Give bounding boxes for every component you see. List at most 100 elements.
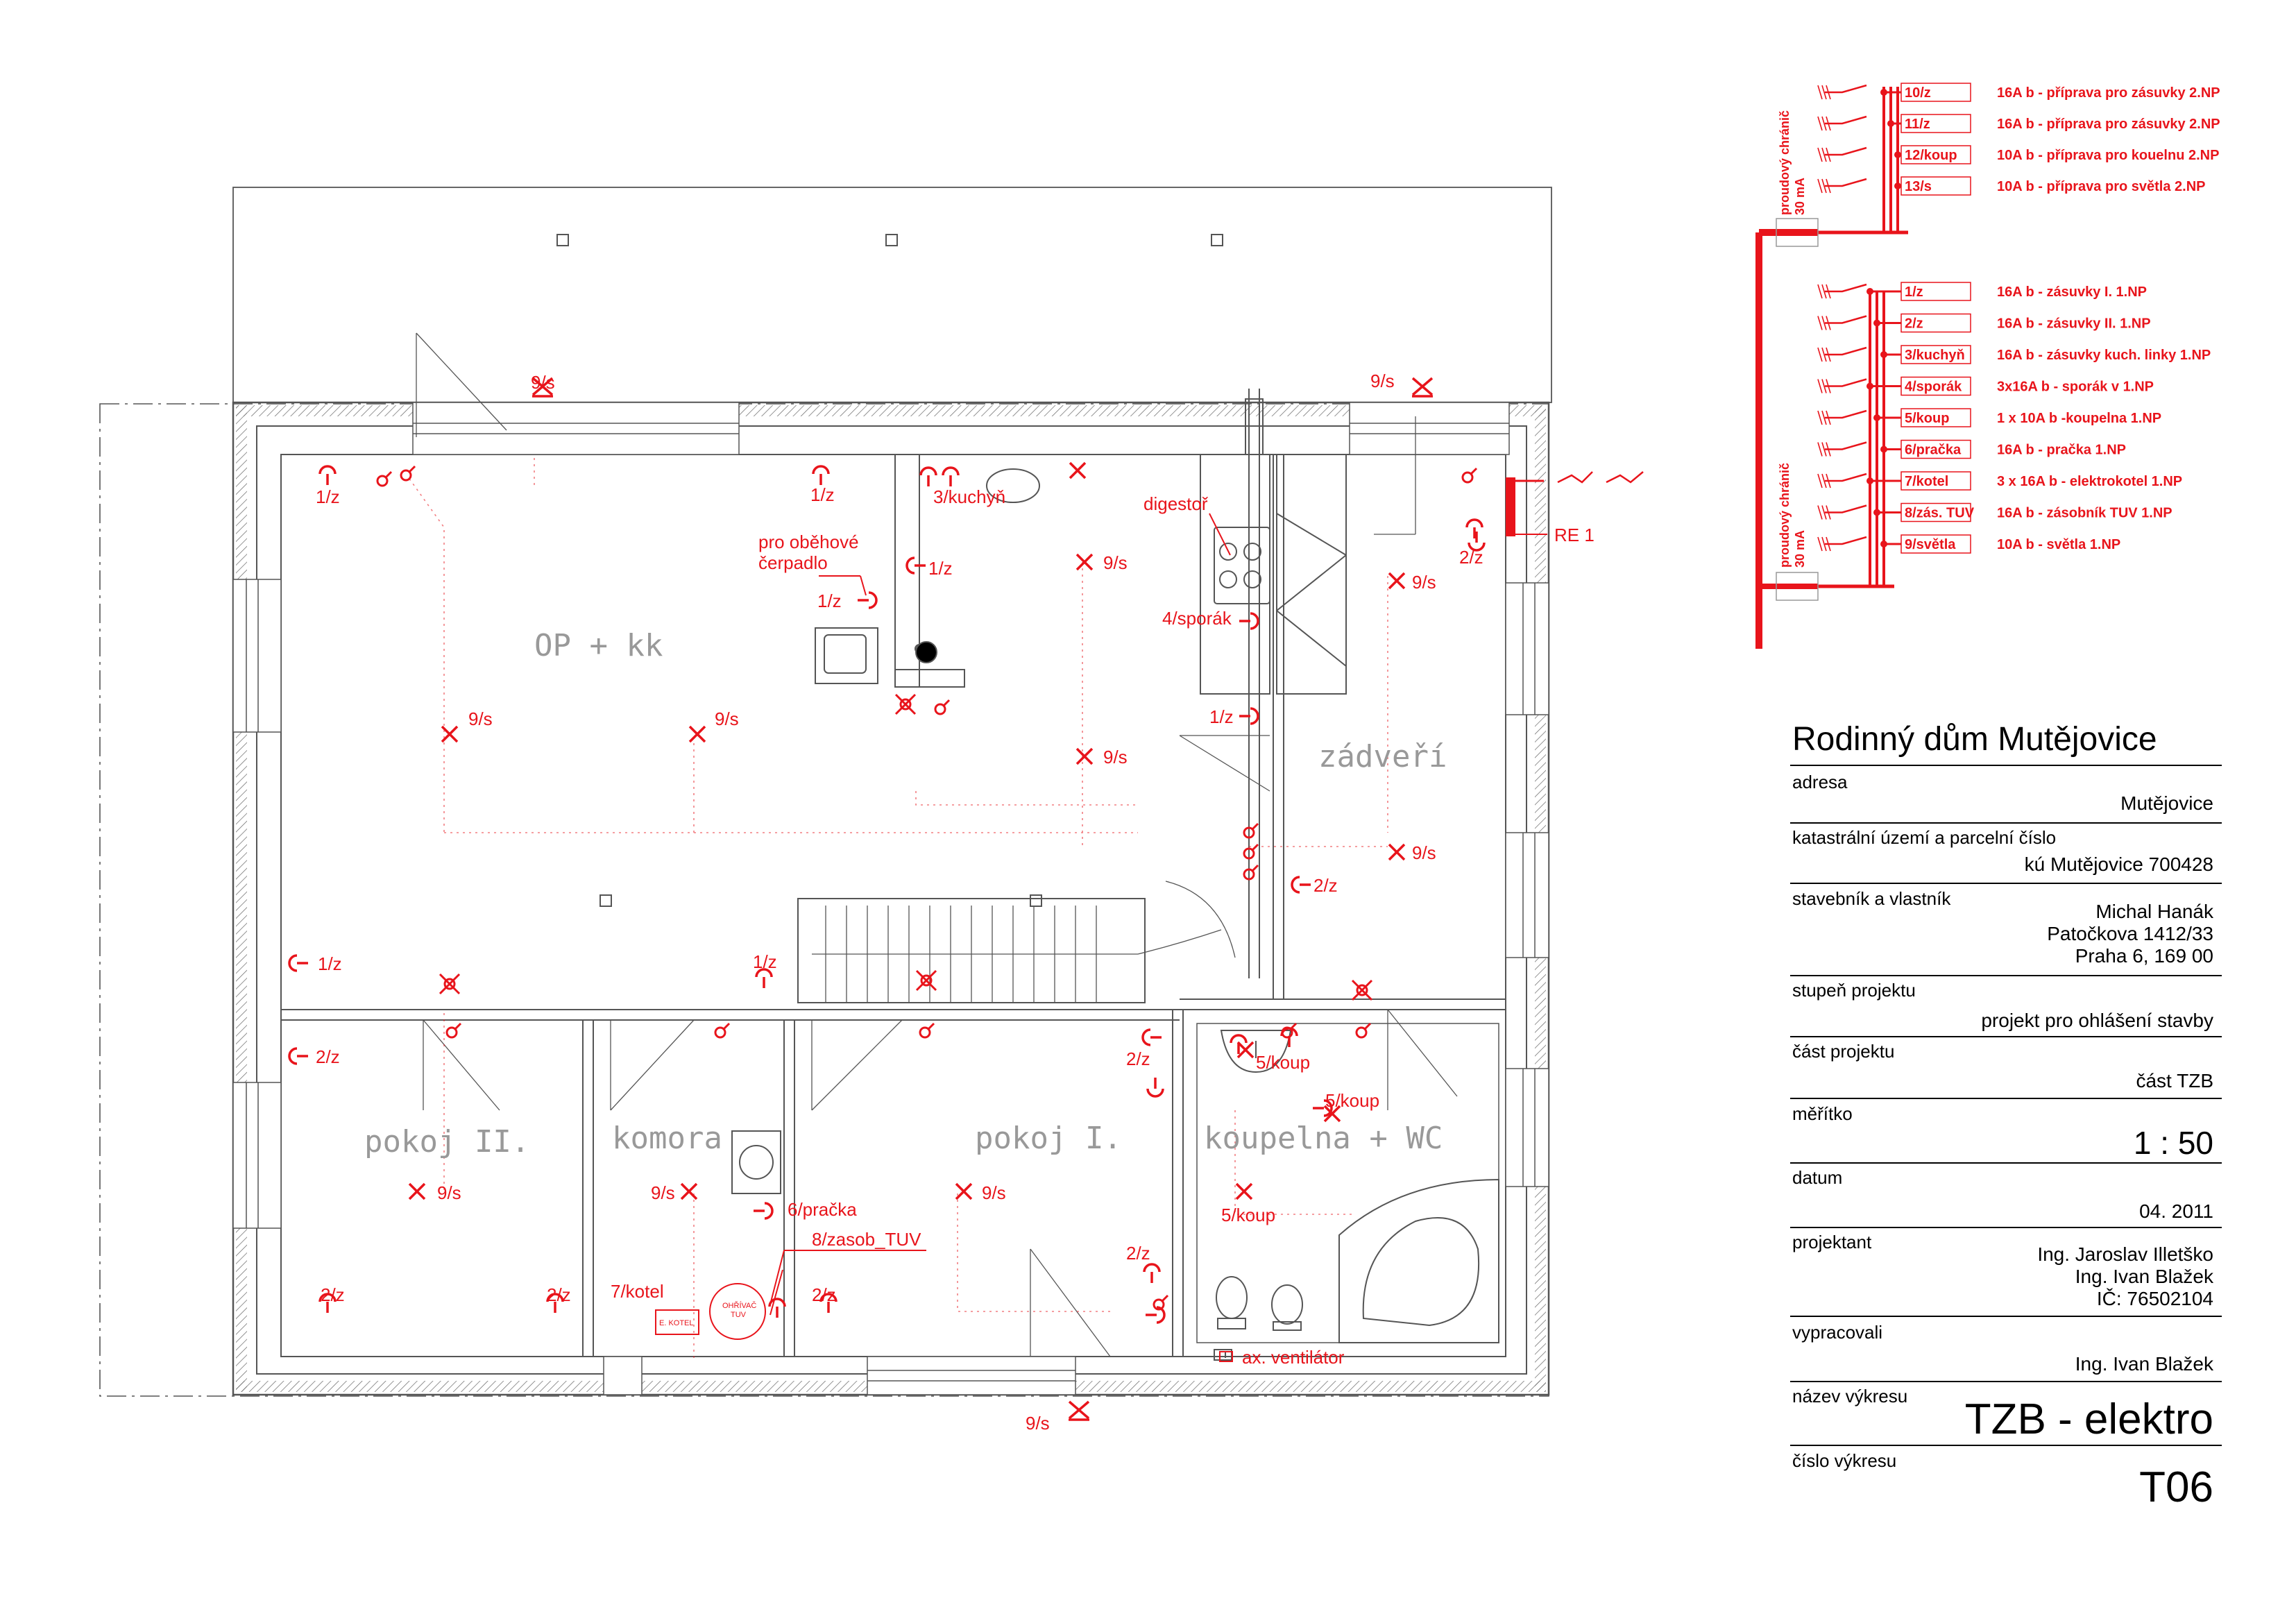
svg-text:TUV: TUV xyxy=(731,1311,747,1319)
svg-text:5/koup: 5/koup xyxy=(1256,1052,1310,1073)
schema-circuit-desc: 16A b - zásuvky I. 1.NP xyxy=(1997,284,2147,300)
socket-icon xyxy=(288,1047,309,1065)
switch-combo-icon xyxy=(439,973,461,995)
cislo-value: T06 xyxy=(2139,1463,2213,1511)
schema-circuit-desc: 16A b - příprava pro zásuvky 2.NP xyxy=(1997,85,2220,101)
svg-text:RE 1: RE 1 xyxy=(1554,525,1595,545)
tb-rule xyxy=(1790,1162,2222,1164)
switch-icon xyxy=(400,465,416,482)
svg-text:9/s: 9/s xyxy=(1103,747,1128,767)
light-icon xyxy=(441,725,459,743)
schema-circuit-desc: 16A b - zásuvky kuch. linky 1.NP xyxy=(1997,348,2211,363)
svg-text:digestoř: digestoř xyxy=(1143,493,1209,514)
socket-icon xyxy=(919,466,937,488)
ohrivac-circle xyxy=(709,1283,766,1340)
room-pokoj-1: pokoj I. xyxy=(975,1121,1122,1156)
svg-text:1/z: 1/z xyxy=(318,953,342,974)
schema-circuit-code: 9/světla xyxy=(1905,537,1956,552)
katastr-value: kú Mutějovice 700428 xyxy=(2024,853,2213,875)
nazev-label: název výkresu xyxy=(1792,1386,1908,1407)
light-icon xyxy=(955,1182,973,1200)
socket-icon xyxy=(905,556,927,575)
svg-text:2/z: 2/z xyxy=(547,1284,571,1305)
switch-icon xyxy=(919,1022,935,1039)
socket-icon xyxy=(1465,518,1483,540)
stupen-value: projekt pro ohlášení stavby xyxy=(1981,1010,2213,1031)
schema-circuit-desc: 10A b - příprava pro kouelnu 2.NP xyxy=(1997,148,2219,163)
katastr-label: katastrální území a parcelní číslo xyxy=(1792,827,2057,848)
schema-row: 12/koup 10A b - příprava pro kouelnu 2.NP xyxy=(1817,145,2219,164)
svg-text:2/z: 2/z xyxy=(316,1046,340,1067)
socket-icon xyxy=(288,954,309,972)
switch-icon xyxy=(445,1022,462,1039)
tb-rule xyxy=(1790,765,2222,766)
stavebnik-1: Michal Hanák xyxy=(2095,901,2213,922)
projektant-1: Ing. Jaroslav Illetško xyxy=(2037,1243,2213,1265)
distribution-board-re1 xyxy=(1506,477,1515,536)
schema-row: 2/z 16A b - zásuvky II. 1.NP xyxy=(1817,313,2151,333)
tb-rule xyxy=(1790,883,2222,884)
schema-circuit-code: 5/koup xyxy=(1905,411,1949,426)
svg-text:5/koup: 5/koup xyxy=(1221,1205,1275,1225)
cast-label: část projektu xyxy=(1792,1041,1895,1062)
adresa-value: Mutějovice xyxy=(2120,792,2213,814)
schema-row: 10/z 16A b - příprava pro zásuvky 2.NP xyxy=(1817,83,2220,102)
socket-icon xyxy=(1143,1263,1161,1284)
svg-text:9/s: 9/s xyxy=(531,372,555,393)
electrical-labels: 9/s 9/s 9/s 9/s 9/s 9/s 9/s 9/s 9/s 9/s … xyxy=(316,371,1595,1434)
room-koupelna: koupelna + WC xyxy=(1204,1121,1443,1156)
room-zadveri: zádveří xyxy=(1318,739,1447,774)
cast-value: část TZB xyxy=(2136,1070,2213,1091)
switch-combo-icon xyxy=(915,969,937,992)
projektant-3: IČ: 76502104 xyxy=(2096,1288,2213,1309)
schema-circuit-code: 3/kuchyň xyxy=(1905,348,1965,363)
switch-icon xyxy=(1355,1022,1372,1039)
schema-circuit-code: 10/z xyxy=(1905,85,1931,101)
switch-icon xyxy=(376,470,393,487)
switch-icon xyxy=(1243,822,1259,839)
socket-icon xyxy=(942,466,960,488)
datum-value: 04. 2011 xyxy=(2139,1200,2213,1222)
schema-row: 1/z 16A b - zásuvky I. 1.NP xyxy=(1817,282,2147,301)
schema-circuit-code: 7/kotel xyxy=(1905,474,1948,489)
light-icon xyxy=(680,1182,698,1200)
schema-circuit-code: 12/koup xyxy=(1905,148,1957,163)
schema-circuit-code: 4/sporák xyxy=(1905,380,1962,395)
light-icon xyxy=(688,725,706,743)
svg-text:OHŘÍVAČ: OHŘÍVAČ xyxy=(722,1301,756,1310)
svg-text:1/z: 1/z xyxy=(316,486,340,507)
stavebnik-3: Praha 6, 169 00 xyxy=(2075,945,2213,967)
schema-rcd-labels: proudový chránič 30 mA proudový chránič … xyxy=(1778,110,1807,568)
schema-circuit-desc: 16A b - zásuvky II. 1.NP xyxy=(1997,316,2151,332)
svg-text:9/s: 9/s xyxy=(1103,552,1128,573)
walls xyxy=(232,234,1549,1395)
adresa-label: adresa xyxy=(1792,772,1848,792)
svg-text:1/z: 1/z xyxy=(817,590,842,611)
svg-text:8/zasob_TUV: 8/zasob_TUV xyxy=(812,1229,921,1250)
schema-circuit-code: 2/z xyxy=(1905,316,1923,332)
room-komora: komora xyxy=(612,1121,722,1156)
svg-text:1/z: 1/z xyxy=(810,484,835,505)
schema-circuit-desc: 3 x 16A b - elektrokotel 1.NP xyxy=(1997,474,2182,489)
light-icon xyxy=(1388,572,1406,590)
light-icon xyxy=(1069,461,1087,479)
light-icon xyxy=(1236,1041,1255,1059)
svg-text:1/z: 1/z xyxy=(928,558,953,579)
tb-rule xyxy=(1790,822,2222,824)
svg-text:1/z: 1/z xyxy=(753,951,777,972)
socket-icon xyxy=(318,465,337,486)
schema-circuit-code: 8/zás. TUV xyxy=(1905,506,1975,521)
cislo-label: číslo výkresu xyxy=(1792,1450,1897,1471)
svg-text:7/kotel: 7/kotel xyxy=(611,1281,664,1302)
svg-text:9/s: 9/s xyxy=(1412,572,1436,593)
svg-text:9/s: 9/s xyxy=(437,1182,461,1203)
light-icon xyxy=(408,1182,426,1200)
schema-circuit-code: 1/z xyxy=(1905,284,1923,300)
svg-text:3/kuchyň: 3/kuchyň xyxy=(933,486,1005,507)
tb-rule xyxy=(1790,1381,2222,1382)
